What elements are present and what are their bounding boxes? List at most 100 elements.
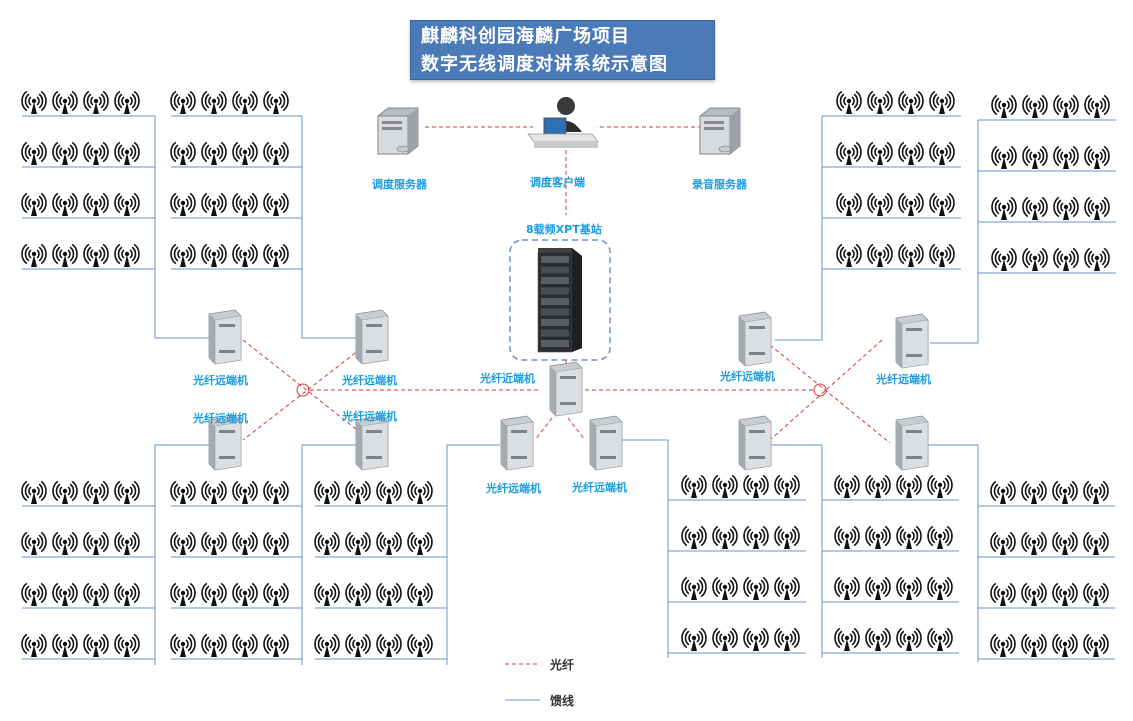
remote-unit-icon bbox=[738, 415, 772, 471]
antenna-icon bbox=[263, 582, 289, 606]
antenna-icon bbox=[834, 474, 860, 498]
antenna-icon bbox=[1021, 633, 1047, 657]
remote-unit-icon bbox=[355, 309, 389, 365]
remote-unit-icon bbox=[208, 415, 242, 471]
antenna-icon bbox=[1021, 531, 1047, 555]
remote-unit-label-1: 光纤远端机 bbox=[193, 374, 248, 387]
antenna-icon bbox=[1083, 582, 1109, 606]
antenna-icon bbox=[1084, 94, 1110, 118]
base-station-label: 8载频XPT基站 bbox=[526, 223, 602, 236]
antenna-icon bbox=[927, 627, 953, 651]
feeder-line bbox=[301, 444, 360, 665]
antenna-icon bbox=[170, 480, 196, 504]
antenna-icon bbox=[1022, 196, 1048, 220]
remote-unit-icon bbox=[589, 415, 623, 471]
remote-unit-label-6: 光纤远端机 bbox=[572, 481, 627, 494]
antenna-icon bbox=[681, 576, 707, 600]
antenna-icon bbox=[314, 531, 340, 555]
dispatch-client-label: 调度客户端 bbox=[530, 176, 585, 189]
antenna-icon bbox=[263, 633, 289, 657]
antenna-icon bbox=[681, 627, 707, 651]
antenna-icon bbox=[21, 480, 47, 504]
remote-unit-label-5: 光纤远端机 bbox=[486, 482, 541, 495]
antenna-icon bbox=[1083, 633, 1109, 657]
feeder-line bbox=[446, 444, 500, 665]
antenna-icon bbox=[314, 633, 340, 657]
antenna-icon bbox=[114, 192, 140, 216]
antenna-icon bbox=[1022, 94, 1048, 118]
antenna-icon bbox=[201, 480, 227, 504]
antenna-icon bbox=[170, 582, 196, 606]
feeder-line bbox=[154, 444, 215, 665]
antenna-icon bbox=[743, 525, 769, 549]
antenna-icon bbox=[52, 192, 78, 216]
remote-unit-label-8: 光纤远端机 bbox=[876, 373, 931, 386]
antenna-icon bbox=[1053, 196, 1079, 220]
antenna-icon bbox=[867, 90, 893, 114]
antenna-icon bbox=[898, 141, 924, 165]
antenna-icon bbox=[1053, 247, 1079, 271]
antenna-icon bbox=[929, 192, 955, 216]
antenna-icon bbox=[201, 192, 227, 216]
antenna-icon bbox=[263, 531, 289, 555]
fiber-junction bbox=[813, 383, 827, 397]
fiber-junction bbox=[296, 383, 310, 397]
antenna-icon bbox=[990, 582, 1016, 606]
antenna-icon bbox=[52, 243, 78, 267]
antenna-icon bbox=[83, 582, 109, 606]
antenna-icon bbox=[232, 531, 258, 555]
antenna-icon bbox=[114, 243, 140, 267]
feeder-line bbox=[154, 116, 215, 339]
antenna-icon bbox=[263, 480, 289, 504]
antenna-icon bbox=[345, 633, 371, 657]
near-end-label: 光纤近端机 bbox=[480, 372, 535, 385]
antenna-icon bbox=[836, 243, 862, 267]
antenna-icon bbox=[376, 582, 402, 606]
antenna-icon bbox=[263, 243, 289, 267]
antenna-icon bbox=[376, 480, 402, 504]
antenna-icon bbox=[201, 582, 227, 606]
antenna-icon bbox=[867, 141, 893, 165]
antenna-icon bbox=[896, 474, 922, 498]
antenna-icon bbox=[21, 633, 47, 657]
remote-unit-label-2: 光纤远端机 bbox=[342, 374, 397, 387]
antenna-icon bbox=[990, 531, 1016, 555]
antenna-icon bbox=[232, 141, 258, 165]
antenna-icon bbox=[990, 633, 1016, 657]
antenna-icon bbox=[201, 531, 227, 555]
antenna-icon bbox=[898, 192, 924, 216]
antenna-icon bbox=[201, 90, 227, 114]
server-icon bbox=[699, 107, 741, 155]
antenna-icon bbox=[834, 576, 860, 600]
antenna-icon bbox=[170, 192, 196, 216]
antenna-icon bbox=[743, 474, 769, 498]
dispatch-server-label: 调度服务器 bbox=[372, 178, 427, 191]
antenna-icon bbox=[114, 141, 140, 165]
fiber-right-x1 bbox=[769, 344, 891, 444]
antenna-icon bbox=[836, 192, 862, 216]
antenna-icon bbox=[21, 531, 47, 555]
antenna-icon bbox=[743, 627, 769, 651]
antenna-icon bbox=[1022, 247, 1048, 271]
antenna-icon bbox=[232, 633, 258, 657]
legend-feeder-label: 馈线 bbox=[550, 694, 575, 708]
antenna-icon bbox=[1021, 582, 1047, 606]
diagram-title: 麒麟科创园海麟广场项目 数字无线调度对讲系统示意图 bbox=[410, 20, 715, 80]
fiber-left-x2 bbox=[242, 339, 373, 441]
antenna-icon bbox=[376, 531, 402, 555]
antenna-icon bbox=[170, 90, 196, 114]
antenna-icon bbox=[867, 243, 893, 267]
antenna-icon bbox=[407, 531, 433, 555]
antenna-icon bbox=[774, 627, 800, 651]
antenna-icon bbox=[201, 243, 227, 267]
antenna-icon bbox=[896, 576, 922, 600]
antenna-icon bbox=[927, 474, 953, 498]
antenna-icon bbox=[170, 141, 196, 165]
antenna-icon bbox=[1084, 145, 1110, 169]
antenna-icon bbox=[867, 192, 893, 216]
antenna-icon bbox=[114, 90, 140, 114]
antenna-icon bbox=[52, 582, 78, 606]
remote-unit-label-4: 光纤远端机 bbox=[342, 410, 397, 423]
antenna-icon bbox=[114, 633, 140, 657]
